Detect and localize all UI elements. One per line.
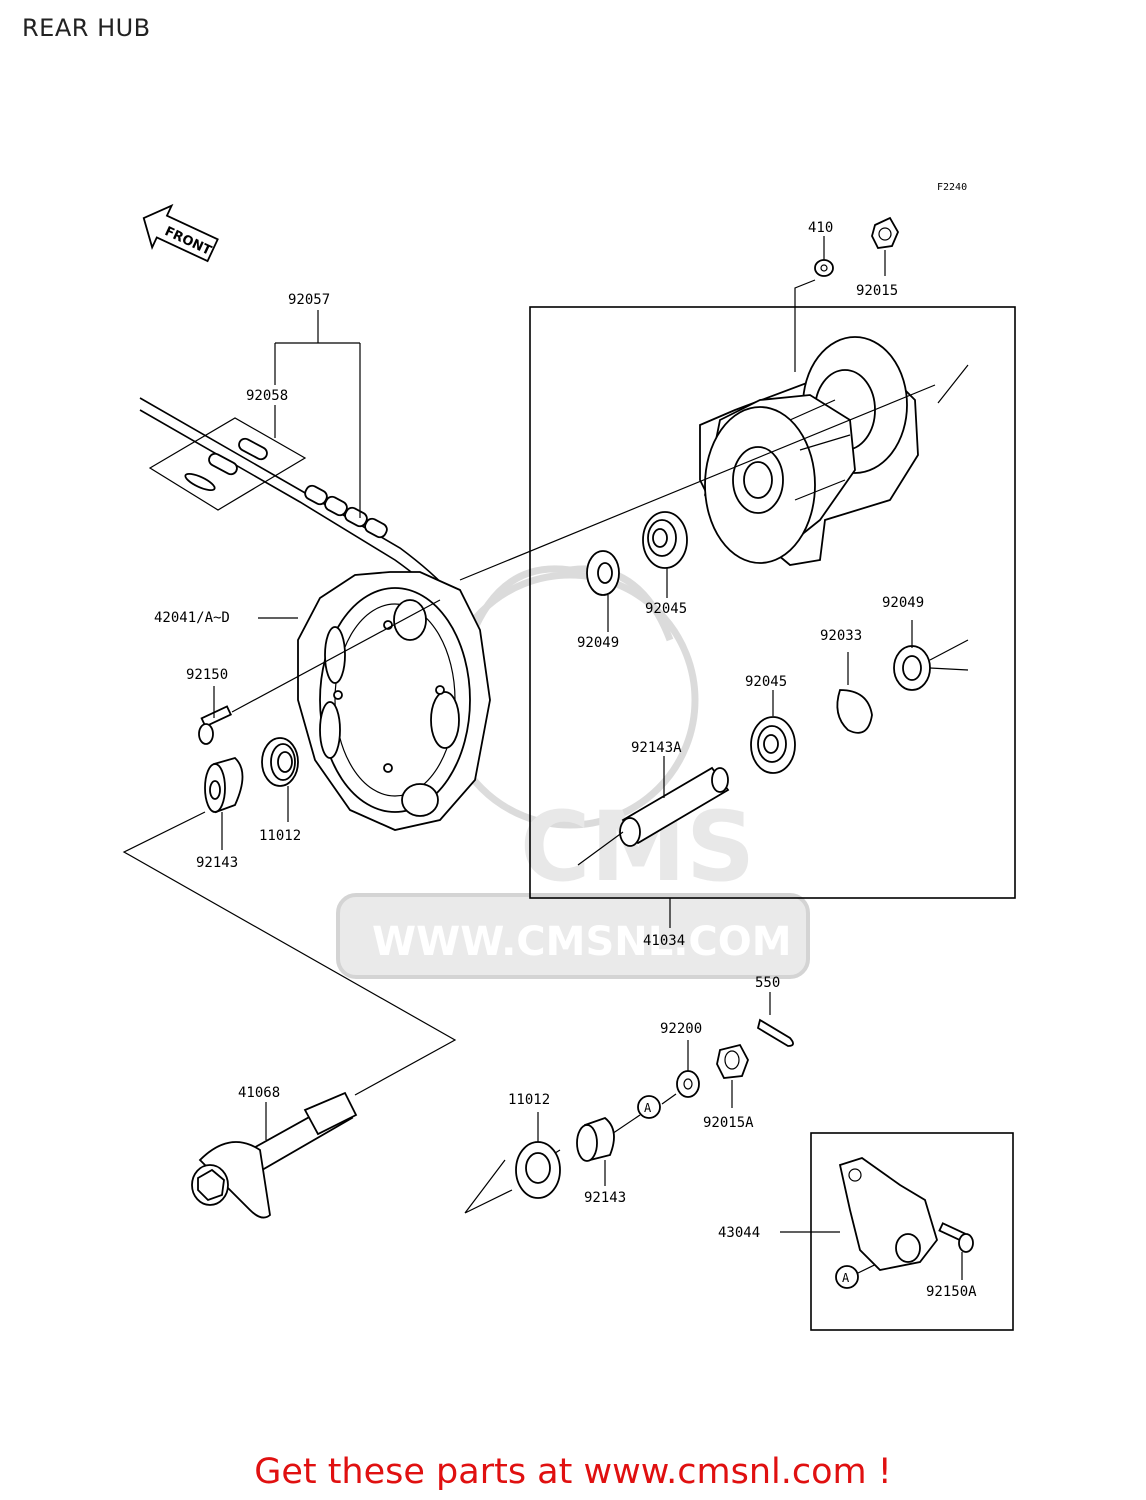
- bracket-bolt: [938, 1222, 974, 1253]
- part-label-92045-right: 92045: [745, 674, 787, 690]
- part-label-92143a: 92143A: [631, 740, 682, 756]
- watermark-url: WWW.CMSNL.COM: [372, 919, 792, 965]
- hub-bearing-left: [642, 511, 688, 569]
- watermark-logo: CMS: [520, 791, 755, 903]
- part-label-11012-right: 11012: [508, 1092, 550, 1108]
- watermark: CMS WWW.CMSNL.COM: [336, 565, 810, 979]
- part-label-410: 410: [808, 220, 833, 236]
- rear-axle: [191, 1091, 358, 1219]
- part-label-43044: 43044: [718, 1225, 760, 1241]
- part-label-92143-right: 92143: [584, 1190, 626, 1206]
- hub-seal-right: [893, 645, 931, 691]
- part-label-92015: 92015: [856, 283, 898, 299]
- hub-seal-left: [586, 550, 620, 596]
- part-label-92033: 92033: [820, 628, 862, 644]
- left-seal: [261, 737, 299, 787]
- part-label-92143-left: 92143: [196, 855, 238, 871]
- callout-a-axle: A: [644, 1101, 652, 1115]
- part-label-550: 550: [755, 975, 780, 991]
- caliper-bracket: [838, 1157, 938, 1271]
- hub-assembly-box: [529, 306, 1016, 899]
- part-label-92150a: 92150A: [926, 1284, 977, 1300]
- promo-link[interactable]: Get these parts at www.cmsnl.com !: [254, 1452, 892, 1492]
- part-label-92015a: 92015A: [703, 1115, 754, 1131]
- diagram-code: F2240: [937, 182, 967, 193]
- part-label-11012-left: 11012: [259, 828, 301, 844]
- axle-nut: [716, 1043, 749, 1079]
- axle-washer: [676, 1070, 700, 1098]
- part-label-92150: 92150: [186, 667, 228, 683]
- right-seal: [515, 1141, 561, 1199]
- callout-a-bracket: A: [842, 1271, 850, 1285]
- cotter-pin: [756, 1018, 794, 1047]
- part-label-92049-left: 92049: [577, 635, 619, 651]
- part-label-92058: 92058: [246, 388, 288, 404]
- part-label-92049-right: 92049: [882, 595, 924, 611]
- part-label-92200: 92200: [660, 1021, 702, 1037]
- part-label-42041: 42041/A~D: [154, 610, 230, 626]
- hub-bearing-right: [750, 716, 796, 774]
- rear-hub: [699, 336, 919, 566]
- front-direction-arrow: FRONT: [142, 203, 219, 263]
- hub-spacer: [619, 766, 730, 847]
- page-title: REAR HUB: [22, 14, 151, 42]
- rear-sprocket: [297, 571, 491, 831]
- part-label-41034: 41034: [643, 933, 685, 949]
- axle-nut-top: [871, 216, 900, 249]
- sprocket-bolt: [198, 705, 232, 745]
- right-collar: [576, 1116, 615, 1162]
- left-collar: [204, 756, 244, 814]
- circlip: [836, 689, 873, 734]
- part-label-41068: 41068: [238, 1085, 280, 1101]
- part-label-92045-left: 92045: [645, 601, 687, 617]
- part-label-92057: 92057: [288, 292, 330, 308]
- washer-410: [814, 259, 834, 277]
